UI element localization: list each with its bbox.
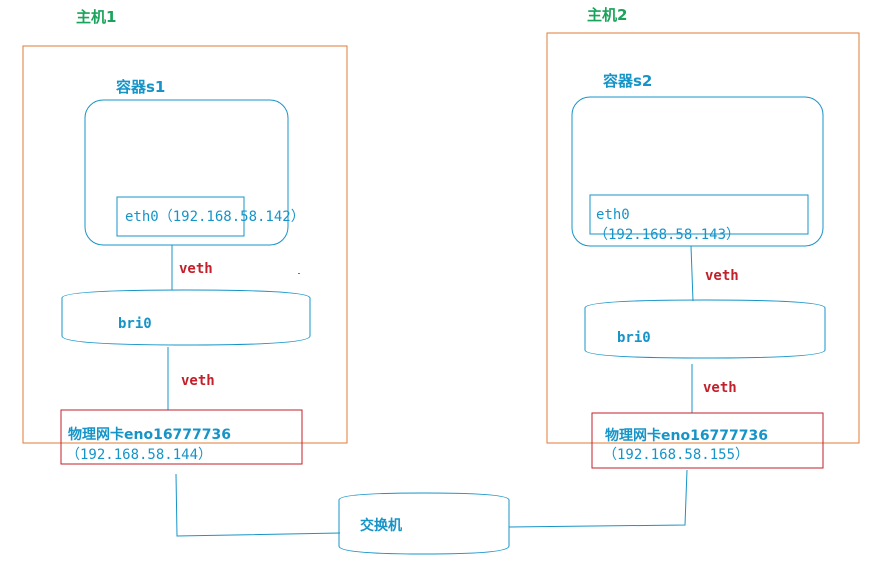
container-s2-title: 容器s2 xyxy=(602,72,652,90)
container-s2-eth0-ip: （192.168.58.143） xyxy=(594,227,740,243)
switch-label: 交换机 xyxy=(360,517,402,534)
container-s1-title: 容器s1 xyxy=(115,78,165,96)
host2-veth-bottom-label: veth xyxy=(703,380,737,396)
host2-veth-top-line xyxy=(690,245,694,302)
host2-bridge-shape xyxy=(584,299,826,359)
host1-box xyxy=(22,45,348,444)
host2-veth-top-label: veth xyxy=(705,268,739,284)
host2-box xyxy=(546,32,860,444)
host1-to-switch-link xyxy=(175,473,341,537)
host1-title: 主机1 xyxy=(76,8,116,26)
host2-nic-box xyxy=(591,412,824,469)
host2-nic-ip: （192.168.58.155） xyxy=(603,447,749,463)
switch-to-host2-link xyxy=(508,469,688,528)
stray-dot xyxy=(298,273,300,274)
container-s2-eth0-name: eth0 xyxy=(596,207,630,223)
switch-shape xyxy=(338,492,510,555)
container-s1-eth0-label: eth0（192.168.58.142） xyxy=(125,209,305,225)
host2-title: 主机2 xyxy=(587,6,627,24)
host1-nic-box xyxy=(60,409,303,465)
host2-nic-name: 物理网卡eno16777736 xyxy=(605,427,768,444)
host1-bridge-shape xyxy=(61,289,311,346)
host1-nic-ip: （192.168.58.144） xyxy=(66,447,212,463)
container-s2-box xyxy=(571,96,824,247)
host1-nic-name: 物理网卡eno16777736 xyxy=(68,426,231,443)
container-s1-eth0-box xyxy=(116,196,245,237)
host1-veth-top-label: veth xyxy=(179,261,213,277)
host2-bridge-label: bri0 xyxy=(617,330,651,346)
host1-bridge-label: bri0 xyxy=(118,316,152,332)
container-s1-box xyxy=(84,99,289,246)
container-s2-eth0-box xyxy=(589,194,809,235)
host1-veth-bottom-label: veth xyxy=(181,373,215,389)
